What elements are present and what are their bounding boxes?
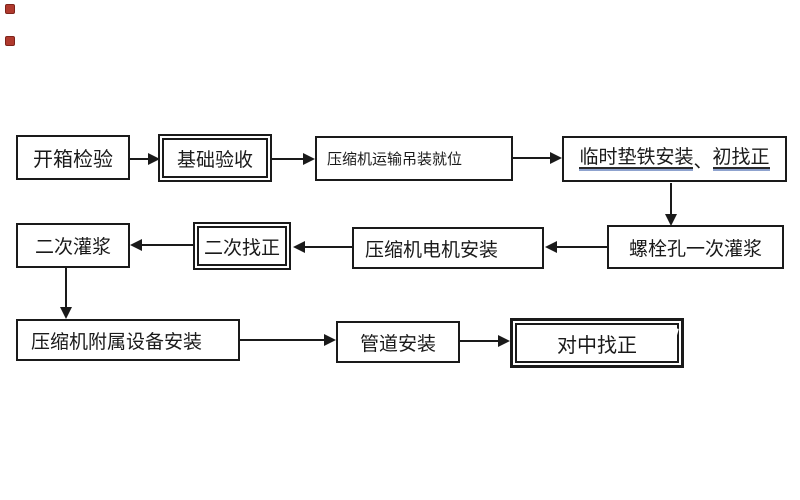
arrow-n3-n4 [513, 152, 562, 164]
step-second-alignment: 二次找正 [193, 222, 291, 270]
step-label: 压缩机附属设备安装 [31, 330, 203, 353]
step-auxiliary-equipment-install: 压缩机附属设备安装 [16, 319, 240, 361]
step-bolt-hole-first-grouting: 螺栓孔一次灌浆 [607, 225, 784, 269]
step-label: 基础验收 [176, 148, 253, 171]
arrow-n1-n2 [130, 153, 160, 165]
step-second-grouting: 二次灌浆 [16, 223, 130, 268]
step-label-underlined: 初找正 [712, 146, 770, 172]
step-label: 二次灌浆 [34, 236, 111, 258]
double-border-inner: 对中找正 [515, 323, 679, 363]
step-label-underlined: 临时垫铁安装 [579, 146, 694, 172]
broken-image-icon [5, 4, 15, 14]
step-temp-shim-install-initial-alignment: 临时垫铁安装、初找正 [562, 136, 787, 182]
step-label: 压缩机电机安装 [365, 238, 499, 261]
step-label-separator: 、 [693, 149, 713, 172]
arrow-n7-n8 [130, 239, 193, 251]
arrow-n4-n5 [665, 183, 677, 226]
arrow-n2-n3 [272, 153, 315, 165]
broken-image-icon [5, 36, 15, 46]
step-label: 对中找正 [557, 332, 637, 357]
arrow-n9-n10 [240, 334, 336, 346]
step-label: 开箱检验 [33, 147, 113, 171]
arrow-n6-n7 [293, 241, 352, 253]
arrow-n8-n9 [60, 268, 72, 319]
arrow-n10-n11 [460, 335, 510, 347]
double-border-inner: 基础验收 [162, 138, 268, 178]
step-unpacking-inspection: 开箱检验 [16, 135, 130, 180]
arrow-n5-n6 [545, 241, 607, 253]
step-piping-install: 管道安装 [336, 321, 460, 363]
step-transport-hoist-in-place: 压缩机运输吊装就位 [315, 136, 513, 181]
step-centering-alignment: 对中找正 [510, 318, 684, 368]
step-foundation-acceptance: 基础验收 [158, 134, 272, 182]
step-compressor-motor-install: 压缩机电机安装 [352, 227, 544, 269]
step-label: 管道安装 [359, 332, 436, 355]
step-label: 螺栓孔一次灌浆 [628, 237, 762, 260]
double-border-inner: 二次找正 [197, 226, 287, 266]
step-label: 二次找正 [203, 236, 280, 259]
step-label: 压缩机运输吊装就位 [327, 150, 463, 168]
